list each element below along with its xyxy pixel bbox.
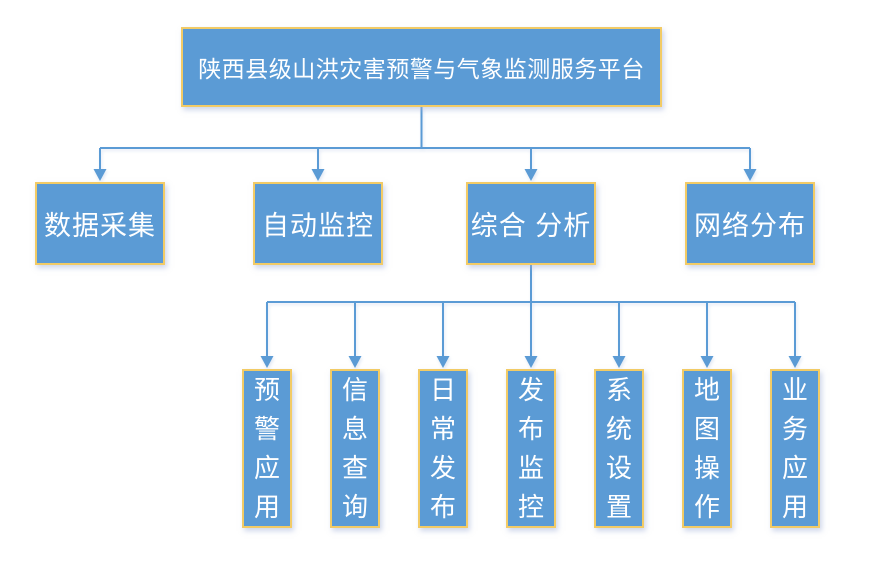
node-info-query: 信息查询	[330, 369, 380, 528]
node-label: 网络分布	[694, 211, 806, 241]
arrowheads-level2-level3	[260, 356, 802, 368]
node-release-monitoring: 发布监控	[506, 369, 556, 528]
arrow-down-icon	[311, 169, 325, 181]
arrowheads-level1-level2	[93, 169, 757, 181]
connectors-level2-level3	[266, 265, 796, 358]
node-daily-release: 日常发布	[418, 369, 468, 528]
arrow-down-icon	[700, 356, 714, 368]
arrow-down-icon	[788, 356, 802, 368]
node-label: 综合 分析	[470, 211, 592, 241]
node-label: 数据采集	[44, 211, 156, 241]
arrow-down-icon	[93, 169, 107, 181]
node-label: 发布监控	[518, 374, 545, 522]
node-label: 自动监控	[262, 211, 374, 241]
arrow-down-icon	[743, 169, 757, 181]
node-business-application: 业务应用	[770, 369, 820, 528]
node-label: 陕西县级山洪灾害预警与气象监测服务平台	[198, 56, 645, 82]
node-map-operation: 地图操作	[682, 369, 732, 528]
node-network-distribution: 网络分布	[685, 182, 815, 265]
connectors-level1-level2	[99, 107, 751, 171]
node-label: 日常发布	[430, 374, 457, 522]
node-label: 业务应用	[782, 374, 809, 522]
node-data-collection: 数据采集	[35, 182, 165, 265]
arrow-down-icon	[260, 356, 274, 368]
node-label: 预警应用	[254, 374, 281, 522]
node-label: 地图操作	[694, 374, 721, 522]
node-platform-title: 陕西县级山洪灾害预警与气象监测服务平台	[181, 27, 662, 107]
node-comprehensive-analysis: 综合 分析	[466, 182, 596, 265]
arrow-down-icon	[612, 356, 626, 368]
node-label: 信息查询	[342, 374, 369, 522]
arrow-down-icon	[436, 356, 450, 368]
node-warning-application: 预警应用	[242, 369, 292, 528]
node-auto-monitoring: 自动监控	[253, 182, 383, 265]
arrow-down-icon	[524, 356, 538, 368]
node-label: 系统设置	[606, 374, 633, 522]
arrow-down-icon	[524, 169, 538, 181]
arrow-down-icon	[348, 356, 362, 368]
node-system-settings: 系统设置	[594, 369, 644, 528]
